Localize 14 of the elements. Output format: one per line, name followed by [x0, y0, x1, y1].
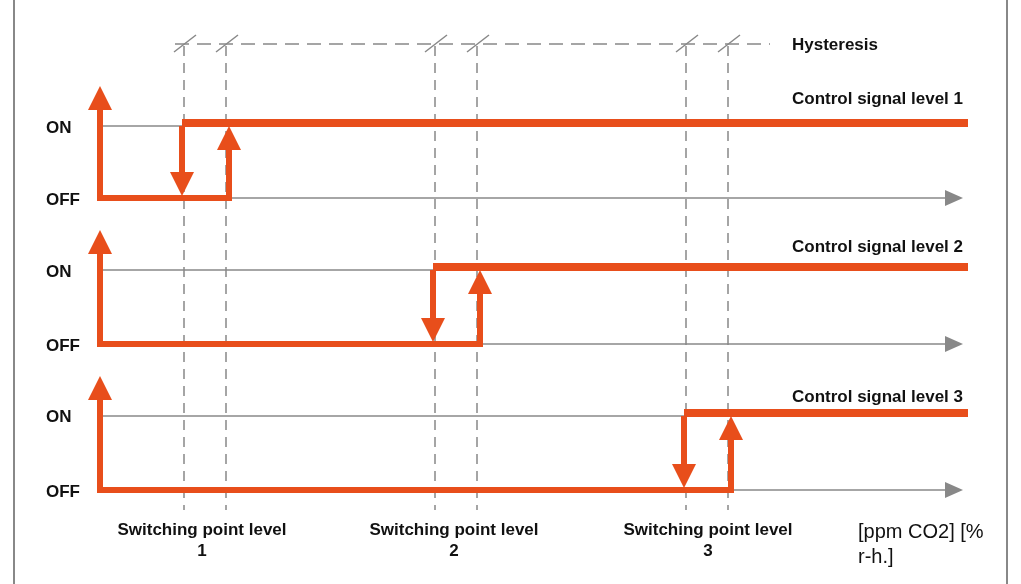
signal-name: Control signal level 3	[792, 385, 963, 407]
signal-name: Control signal level 1	[792, 87, 963, 109]
signal-name: Control signal level 2	[792, 235, 963, 257]
hysteresis-label: Hysteresis	[792, 33, 878, 55]
switching-point-label: Switching point level 1	[117, 519, 287, 561]
switching-point-label: Switching point level 3	[623, 519, 793, 561]
state-label: ON	[46, 405, 72, 427]
state-label: ON	[46, 116, 72, 138]
state-label: OFF	[46, 334, 80, 356]
state-label: ON	[46, 260, 72, 282]
state-label: OFF	[46, 480, 80, 502]
state-label: OFF	[46, 188, 80, 210]
switching-point-label: Switching point level 2	[369, 519, 539, 561]
unit-label: [ppm CO2] [% r-h.]	[858, 519, 985, 569]
